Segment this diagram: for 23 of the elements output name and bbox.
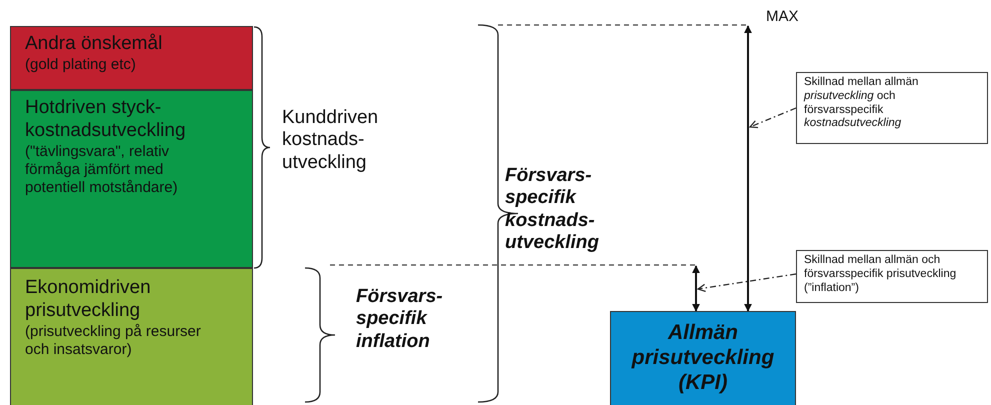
box-title: Hotdriven styck- kostnadsutveckling <box>25 97 187 143</box>
box-title: Skillnad mellan allmän och försvarsspecifik prisutveckling (”inflation”) <box>804 254 958 296</box>
box-title: Ekonomidriven prisutveckling <box>25 277 152 323</box>
dimension-line <box>692 265 700 312</box>
index-box <box>610 311 796 405</box>
box-note: ("tävlingsvara", relativ förmåga jämfört med potentiell motståndare) <box>25 142 179 197</box>
box-note: (gold plating etc) <box>25 56 137 74</box>
leader-line <box>749 107 796 128</box>
group-label: Kunddriven kostnads- utveckling <box>282 107 380 174</box>
callout-box <box>796 250 988 303</box>
max-label: MAX <box>766 8 800 26</box>
box-title: Skillnad mellan allmän prisutveckling och försvarsspecifik kostnadsutveckling <box>804 76 920 132</box>
group-label: Försvars- specifik inflation <box>356 286 444 354</box>
dimension-line <box>744 25 752 312</box>
cost-category-box <box>10 26 253 90</box>
leader-line <box>697 273 796 292</box>
box-title: Allmän prisutveckling (KPI) <box>630 320 776 396</box>
callout-box <box>796 72 988 144</box>
cost-category-box <box>10 268 253 405</box>
box-title: Andra önskemål <box>25 33 164 56</box>
box-note: (prisutveckling på resurser och insatsvaror) <box>25 322 202 359</box>
cost-category-box <box>10 90 253 268</box>
group-label: Försvars- specifik kostnads- utveckling <box>505 165 600 255</box>
